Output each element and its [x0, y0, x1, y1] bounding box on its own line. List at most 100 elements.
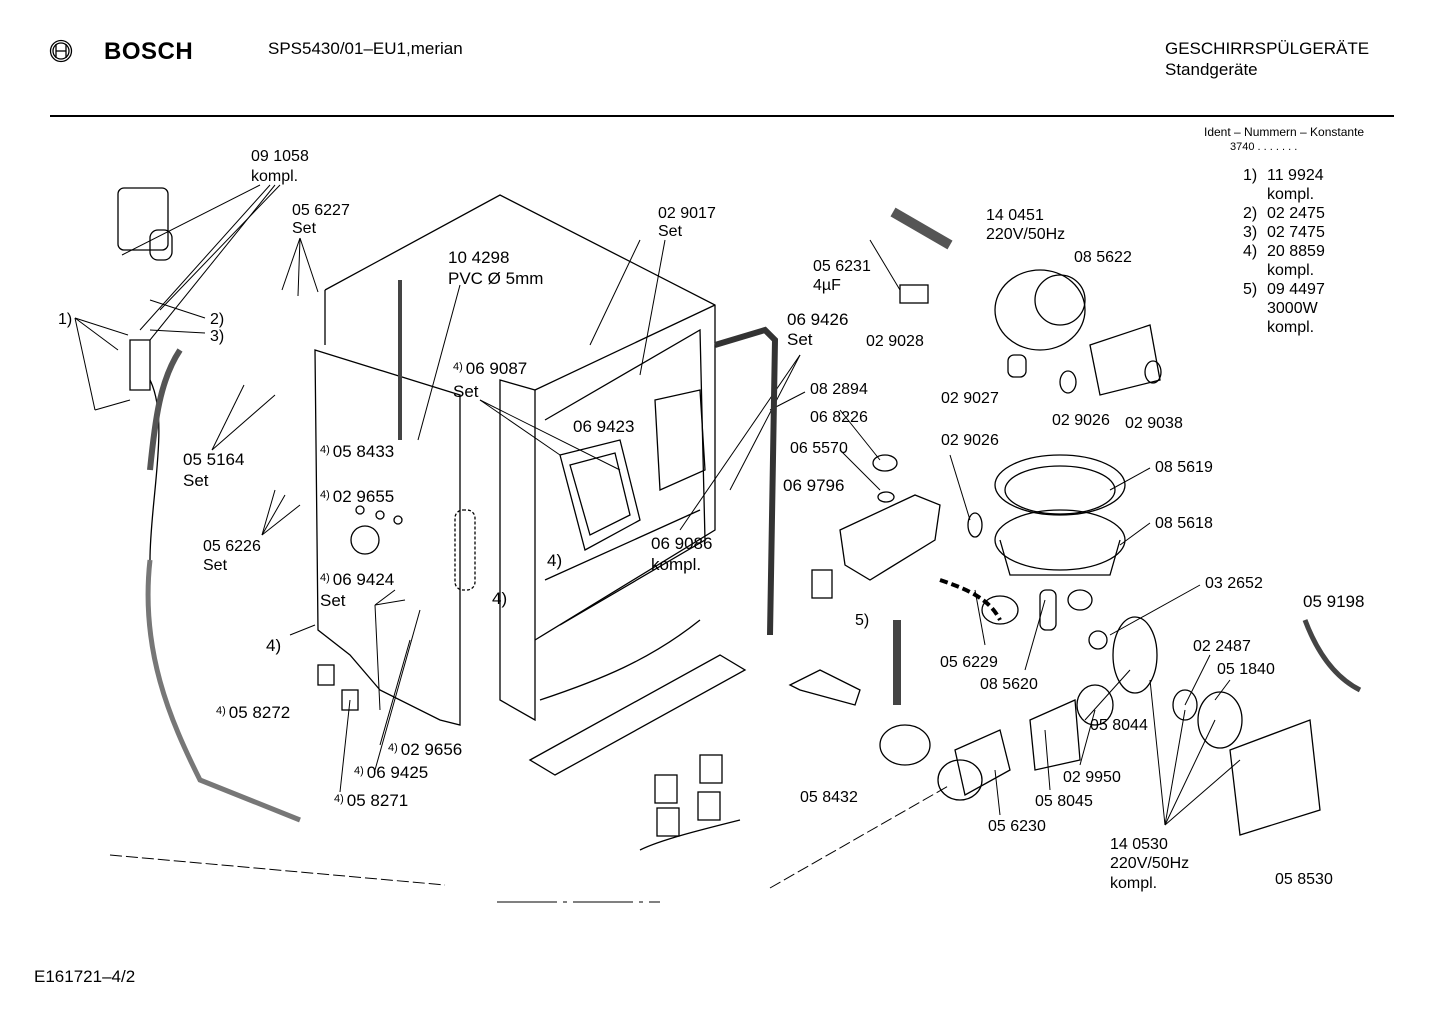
part-label: 4)05 8272	[216, 704, 290, 722]
base-plate-part	[528, 654, 747, 776]
part-label: Set	[658, 223, 683, 240]
part-label: 05 8530	[1275, 871, 1333, 888]
part-label: 05 1840	[1217, 661, 1275, 678]
part-label: Set	[183, 471, 209, 490]
footnote-marker: 4)	[354, 765, 364, 777]
part-label: 4)06 9425	[354, 764, 428, 782]
ident-item-line: 02 7475	[1267, 224, 1325, 241]
part-label: Set	[320, 591, 346, 610]
part-label: 10 4298	[448, 248, 510, 267]
ident-item-line: kompl.	[1267, 319, 1315, 336]
ident-item-line: kompl.	[1267, 262, 1315, 279]
footnote-marker: 4)	[216, 705, 226, 717]
part-label: PVC Ø 5mm	[448, 269, 544, 288]
capacitor-part	[890, 207, 953, 250]
part-label: 220V/50Hz	[986, 226, 1066, 243]
part-label: 05 6226	[203, 538, 261, 555]
part-label: 08 5622	[1074, 249, 1132, 266]
part-label: 02 9026	[941, 432, 999, 449]
part-number: 06 9424	[332, 570, 395, 589]
part-label: 4µF	[813, 277, 841, 294]
part-label: 08 5618	[1155, 515, 1213, 532]
part-label: 05 6229	[940, 654, 998, 671]
ident-item-line: kompl.	[1267, 186, 1315, 203]
part-number: 02 9655	[332, 487, 395, 506]
part-label: Set	[787, 330, 813, 349]
part-label: 08 5620	[980, 676, 1038, 693]
ident-item-line: 20 8859	[1267, 243, 1325, 260]
part-label: 4)	[266, 636, 282, 655]
part-label: 03 2652	[1205, 575, 1263, 592]
part-label: Set	[203, 557, 228, 574]
drawing-id: E161721–4/2	[34, 967, 136, 986]
part-label: 06 8226	[810, 409, 868, 426]
part-label: 220V/50Hz	[1110, 855, 1190, 872]
part-label: 02 2487	[1193, 638, 1251, 655]
part-label: 05 6230	[988, 818, 1046, 835]
category-title: GESCHIRRSPÜLGERÄTE	[1165, 39, 1370, 58]
part-number: 05 8271	[346, 791, 409, 810]
ident-item-number: 5)	[1243, 281, 1258, 298]
inlet-valve-part	[117, 187, 301, 823]
ident-item-line: 11 9924	[1267, 167, 1324, 184]
ident-code: 3740 . . . . . . .	[1230, 141, 1298, 153]
part-label: 2)	[210, 311, 225, 328]
ident-title: Ident – Nummern – Konstante	[1204, 125, 1365, 139]
pump-motor-part	[994, 269, 1162, 396]
part-label: 4)02 9656	[388, 741, 462, 759]
part-label: 02 9027	[941, 390, 999, 407]
ident-item-number: 4)	[1243, 243, 1258, 260]
part-label: 14 0530	[1110, 836, 1168, 853]
part-label: 4)05 8271	[334, 792, 408, 810]
part-label: Set	[292, 220, 317, 237]
float-switch-part	[317, 664, 335, 686]
part-label: 4)02 9655	[320, 488, 394, 506]
ident-item-number: 1)	[1243, 167, 1258, 184]
part-label: 06 5570	[790, 440, 848, 457]
part-label: 05 8432	[800, 789, 858, 806]
header-divider	[50, 115, 1394, 117]
part-label: 05 8044	[1090, 717, 1148, 734]
part-label: 1)	[58, 311, 73, 328]
ident-item-number: 2)	[1243, 205, 1258, 222]
heater-part	[811, 454, 1002, 621]
part-label: 4)	[492, 589, 508, 608]
ident-item-line: 09 4497	[1267, 281, 1325, 298]
brand-logo: BOSCH	[104, 38, 194, 65]
float-switch-part	[341, 689, 359, 711]
dispenser-part	[559, 389, 706, 551]
part-number: 02 9656	[400, 740, 463, 759]
part-label: 02 9017	[658, 205, 716, 222]
part-number: 06 9425	[366, 763, 429, 782]
part-label: 06 9086	[651, 534, 713, 553]
bosch-logo-icon	[49, 39, 73, 63]
part-label: 02 9028	[866, 333, 924, 350]
pressure-switch-part	[788, 620, 931, 766]
part-label: 06 9426	[787, 310, 849, 329]
footnote-marker: 4)	[320, 444, 330, 456]
part-label: kompl.	[651, 555, 702, 574]
part-label: 14 0451	[986, 207, 1044, 224]
footnote-marker: 4)	[334, 793, 344, 805]
door-seal-part	[714, 326, 779, 636]
part-label: kompl.	[251, 168, 299, 185]
part-label: 06 9423	[573, 417, 635, 436]
part-label: 05 8045	[1035, 793, 1093, 810]
part-label: 02 9026	[1052, 412, 1110, 429]
part-label: 4)06 9087	[453, 360, 527, 378]
footnote-marker: 4)	[388, 742, 398, 754]
part-label: 09 1058	[251, 148, 309, 165]
part-label: 06 9796	[783, 476, 845, 495]
part-label: 08 2894	[810, 381, 868, 398]
part-label: 05 6227	[292, 202, 350, 219]
part-number: 05 8433	[332, 442, 395, 461]
footnote-marker: 4)	[453, 361, 463, 373]
door-part	[314, 280, 476, 726]
part-label: 08 5619	[1155, 459, 1213, 476]
part-number: 06 9087	[465, 359, 528, 378]
part-label: 4)	[547, 551, 563, 570]
part-label: 4)05 8433	[320, 443, 394, 461]
ident-item-line: 02 2475	[1267, 205, 1325, 222]
part-label: 02 9038	[1125, 415, 1183, 432]
